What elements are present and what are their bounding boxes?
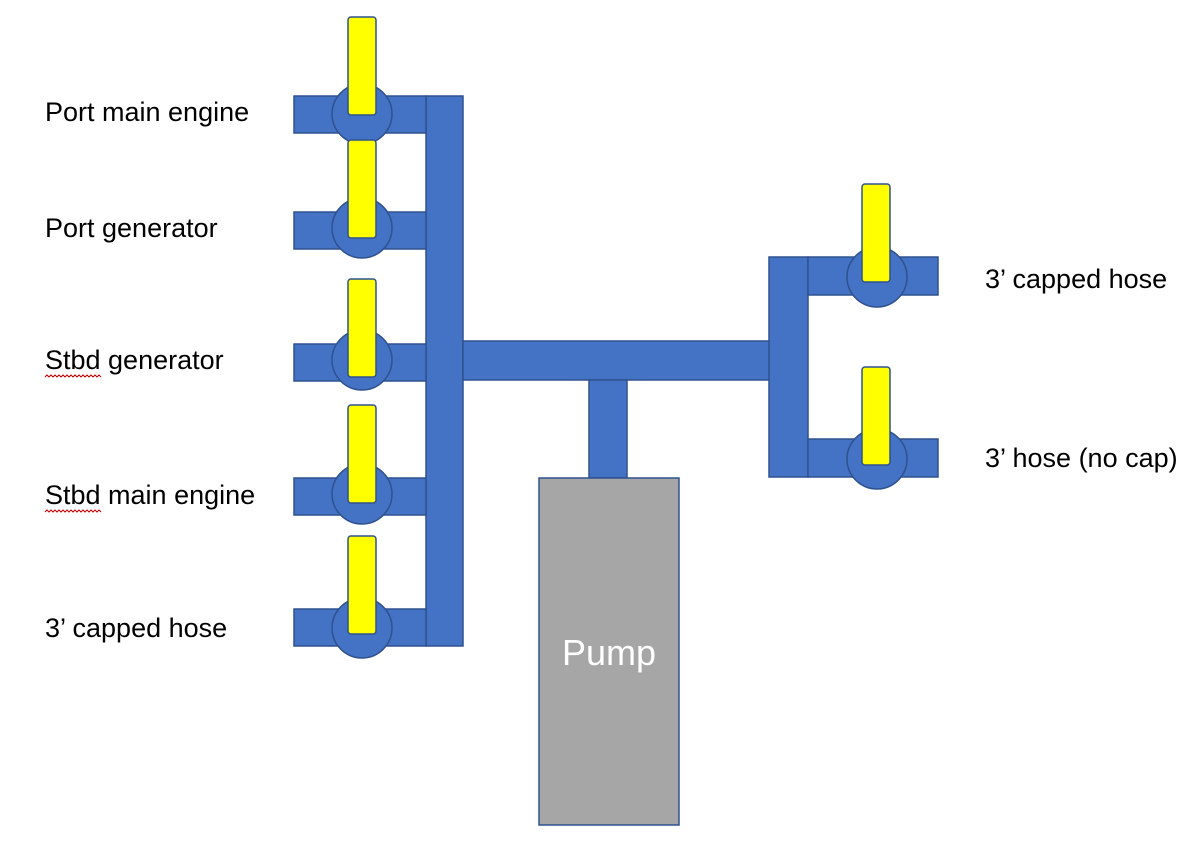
valve-handle xyxy=(347,535,377,635)
left-valve-3: Stbd generator xyxy=(44,278,427,391)
horizontal-main-pipe xyxy=(462,340,772,381)
valve-handle xyxy=(861,366,891,466)
manifold-pipes xyxy=(425,95,809,647)
pump-label: Pump xyxy=(562,632,656,673)
valve-label: 3’ hose (no cap) xyxy=(985,443,1178,473)
valve-label: Stbd generator xyxy=(45,345,224,375)
valve-handle xyxy=(861,183,891,283)
valve-handle xyxy=(347,278,377,378)
valve-label: 3’ capped hose xyxy=(45,613,227,643)
valve-label: Port main engine xyxy=(45,97,249,127)
left-valve-1: Port main engine xyxy=(45,16,427,145)
left-valve-2: Port generator xyxy=(45,139,427,259)
pump-body xyxy=(538,477,680,826)
right-valve-1: 3’ capped hose xyxy=(807,183,1167,308)
left-valve-5: 3’ capped hose xyxy=(45,535,427,659)
valve-handle xyxy=(347,16,377,116)
right-valve-2: 3’ hose (no cap) xyxy=(807,366,1178,490)
pump: Pump xyxy=(538,477,680,826)
valve-label: 3’ capped hose xyxy=(985,264,1167,294)
right-vertical-manifold xyxy=(768,256,809,478)
left-valve-4: Stbd main engine xyxy=(44,404,427,525)
spellcheck-underline xyxy=(44,509,102,513)
spellcheck-underline xyxy=(44,374,102,378)
valve-handle xyxy=(347,404,377,504)
pump-riser-pipe xyxy=(588,379,628,479)
valve-handle xyxy=(347,139,377,239)
valve-label: Port generator xyxy=(45,213,218,243)
left-vertical-manifold xyxy=(425,95,464,647)
valve-label: Stbd main engine xyxy=(45,480,255,510)
